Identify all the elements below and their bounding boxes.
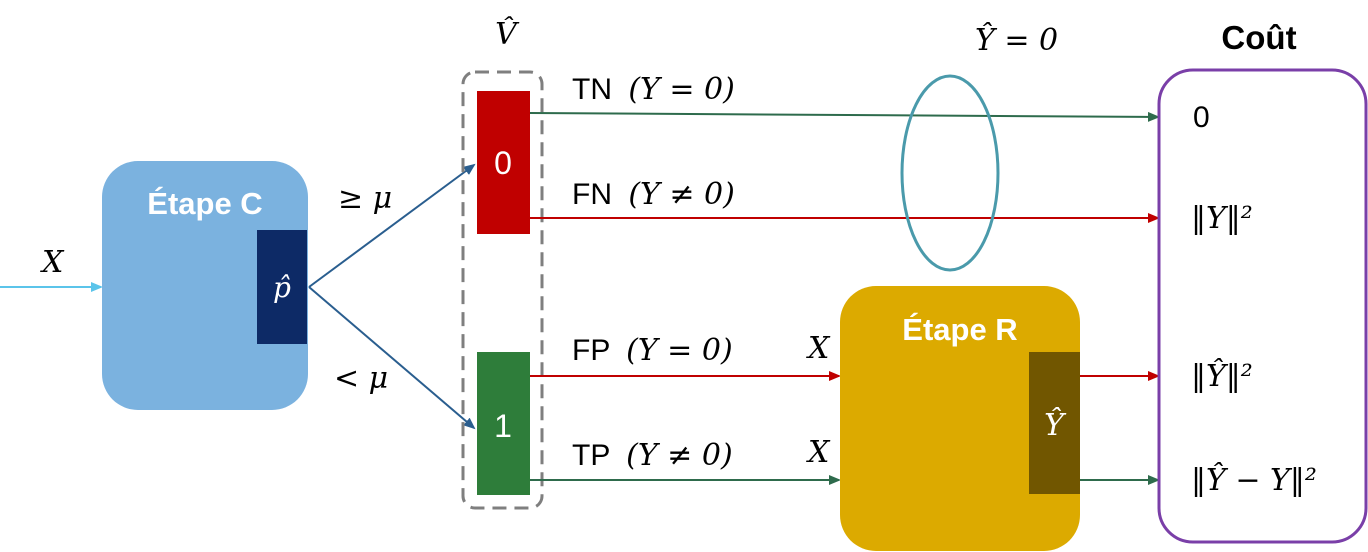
cost-item-1: ‖Y‖² [1191, 201, 1253, 236]
arrow-tn [529, 111, 1160, 122]
branch-fn-label: FN (Y ≠ 0) [572, 177, 735, 212]
threshold-lt-mu: < μ [334, 361, 388, 396]
decision-box-0-label: 0 [494, 145, 512, 181]
branch-tn-abbr: TN [572, 73, 612, 106]
decision-box-0 [477, 91, 530, 234]
cost-item-2: ‖Ŷ‖² [1191, 358, 1253, 394]
stage-c-output-label: p̂ [273, 271, 291, 304]
cost-item-3: ‖Ŷ − Y‖² [1191, 462, 1317, 498]
branch-tp-abbr: TP [572, 439, 610, 472]
branch-tn-label: TN (Y = 0) [572, 72, 735, 107]
branch-fn-abbr: FN [572, 178, 612, 211]
yhat-zero-label: Ŷ = 0 [975, 22, 1058, 58]
arrow-lt-mu [308, 286, 476, 430]
threshold-ge-mu: ≥ μ [338, 181, 392, 216]
branch-tp-cond: (Y ≠ 0) [626, 438, 733, 473]
branch-fp-x-label: X [806, 331, 831, 366]
branch-tn-cond: (Y = 0) [628, 72, 735, 107]
branch-fp-label: FP (Y = 0) [572, 333, 733, 368]
branch-tp-label: TP (Y ≠ 0) [572, 438, 733, 473]
decision-dashed-frame [461, 70, 544, 510]
decision-box-1 [477, 352, 530, 495]
cost-item-0: 0 [1193, 101, 1210, 134]
input-x-label: X [40, 245, 65, 280]
branch-tp-x-label: X [806, 435, 831, 470]
cost-box [1157, 68, 1368, 544]
arrow-ge-mu [308, 163, 476, 288]
branch-fp-abbr: FP [572, 334, 610, 367]
stage-c-title: Étape C [147, 186, 262, 221]
branch-fp-cond: (Y = 0) [626, 333, 733, 368]
stage-r-output-label: Ŷ [1044, 407, 1067, 443]
stage-r-title: Étape R [902, 312, 1017, 347]
yhat-zero-ellipse [900, 74, 1000, 272]
decision-box-1-label: 1 [494, 408, 512, 444]
cost-title: Coût [1221, 19, 1296, 56]
stage-r-output-box [1029, 352, 1080, 494]
branch-fn-cond: (Y ≠ 0) [628, 177, 735, 212]
stage-r-box [840, 286, 1080, 551]
stage-c-output-box [257, 230, 307, 344]
stage-c-box [102, 161, 308, 410]
v-hat-label: V̂ [495, 17, 520, 52]
